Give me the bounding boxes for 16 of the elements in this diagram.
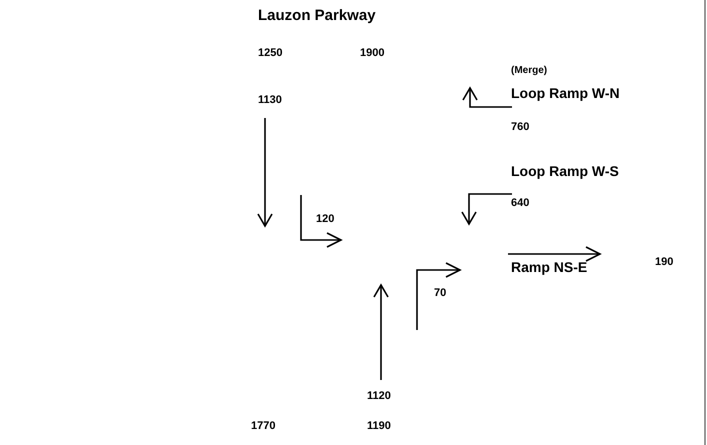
note-label: (Merge) — [511, 66, 548, 76]
title: Lauzon Parkway — [258, 8, 376, 23]
volume-label: 70 — [434, 288, 446, 299]
ramp-label: Loop Ramp W-S — [511, 164, 619, 178]
ramp-label: Loop Ramp W-N — [511, 86, 620, 100]
volume-label: 1190 — [367, 421, 391, 432]
ramp-label: Ramp NS-E — [511, 260, 588, 274]
volume-label: 1900 — [360, 48, 384, 59]
volume-label: 1250 — [258, 48, 282, 59]
volume-label: 1770 — [251, 421, 276, 432]
volume-label: 190 — [655, 257, 674, 268]
volume-label: 1120 — [367, 391, 391, 402]
volume-label: 120 — [316, 214, 334, 225]
volume-label: 1130 — [258, 95, 282, 106]
volume-label: 640 — [511, 198, 530, 209]
volume-label: 760 — [511, 122, 530, 133]
